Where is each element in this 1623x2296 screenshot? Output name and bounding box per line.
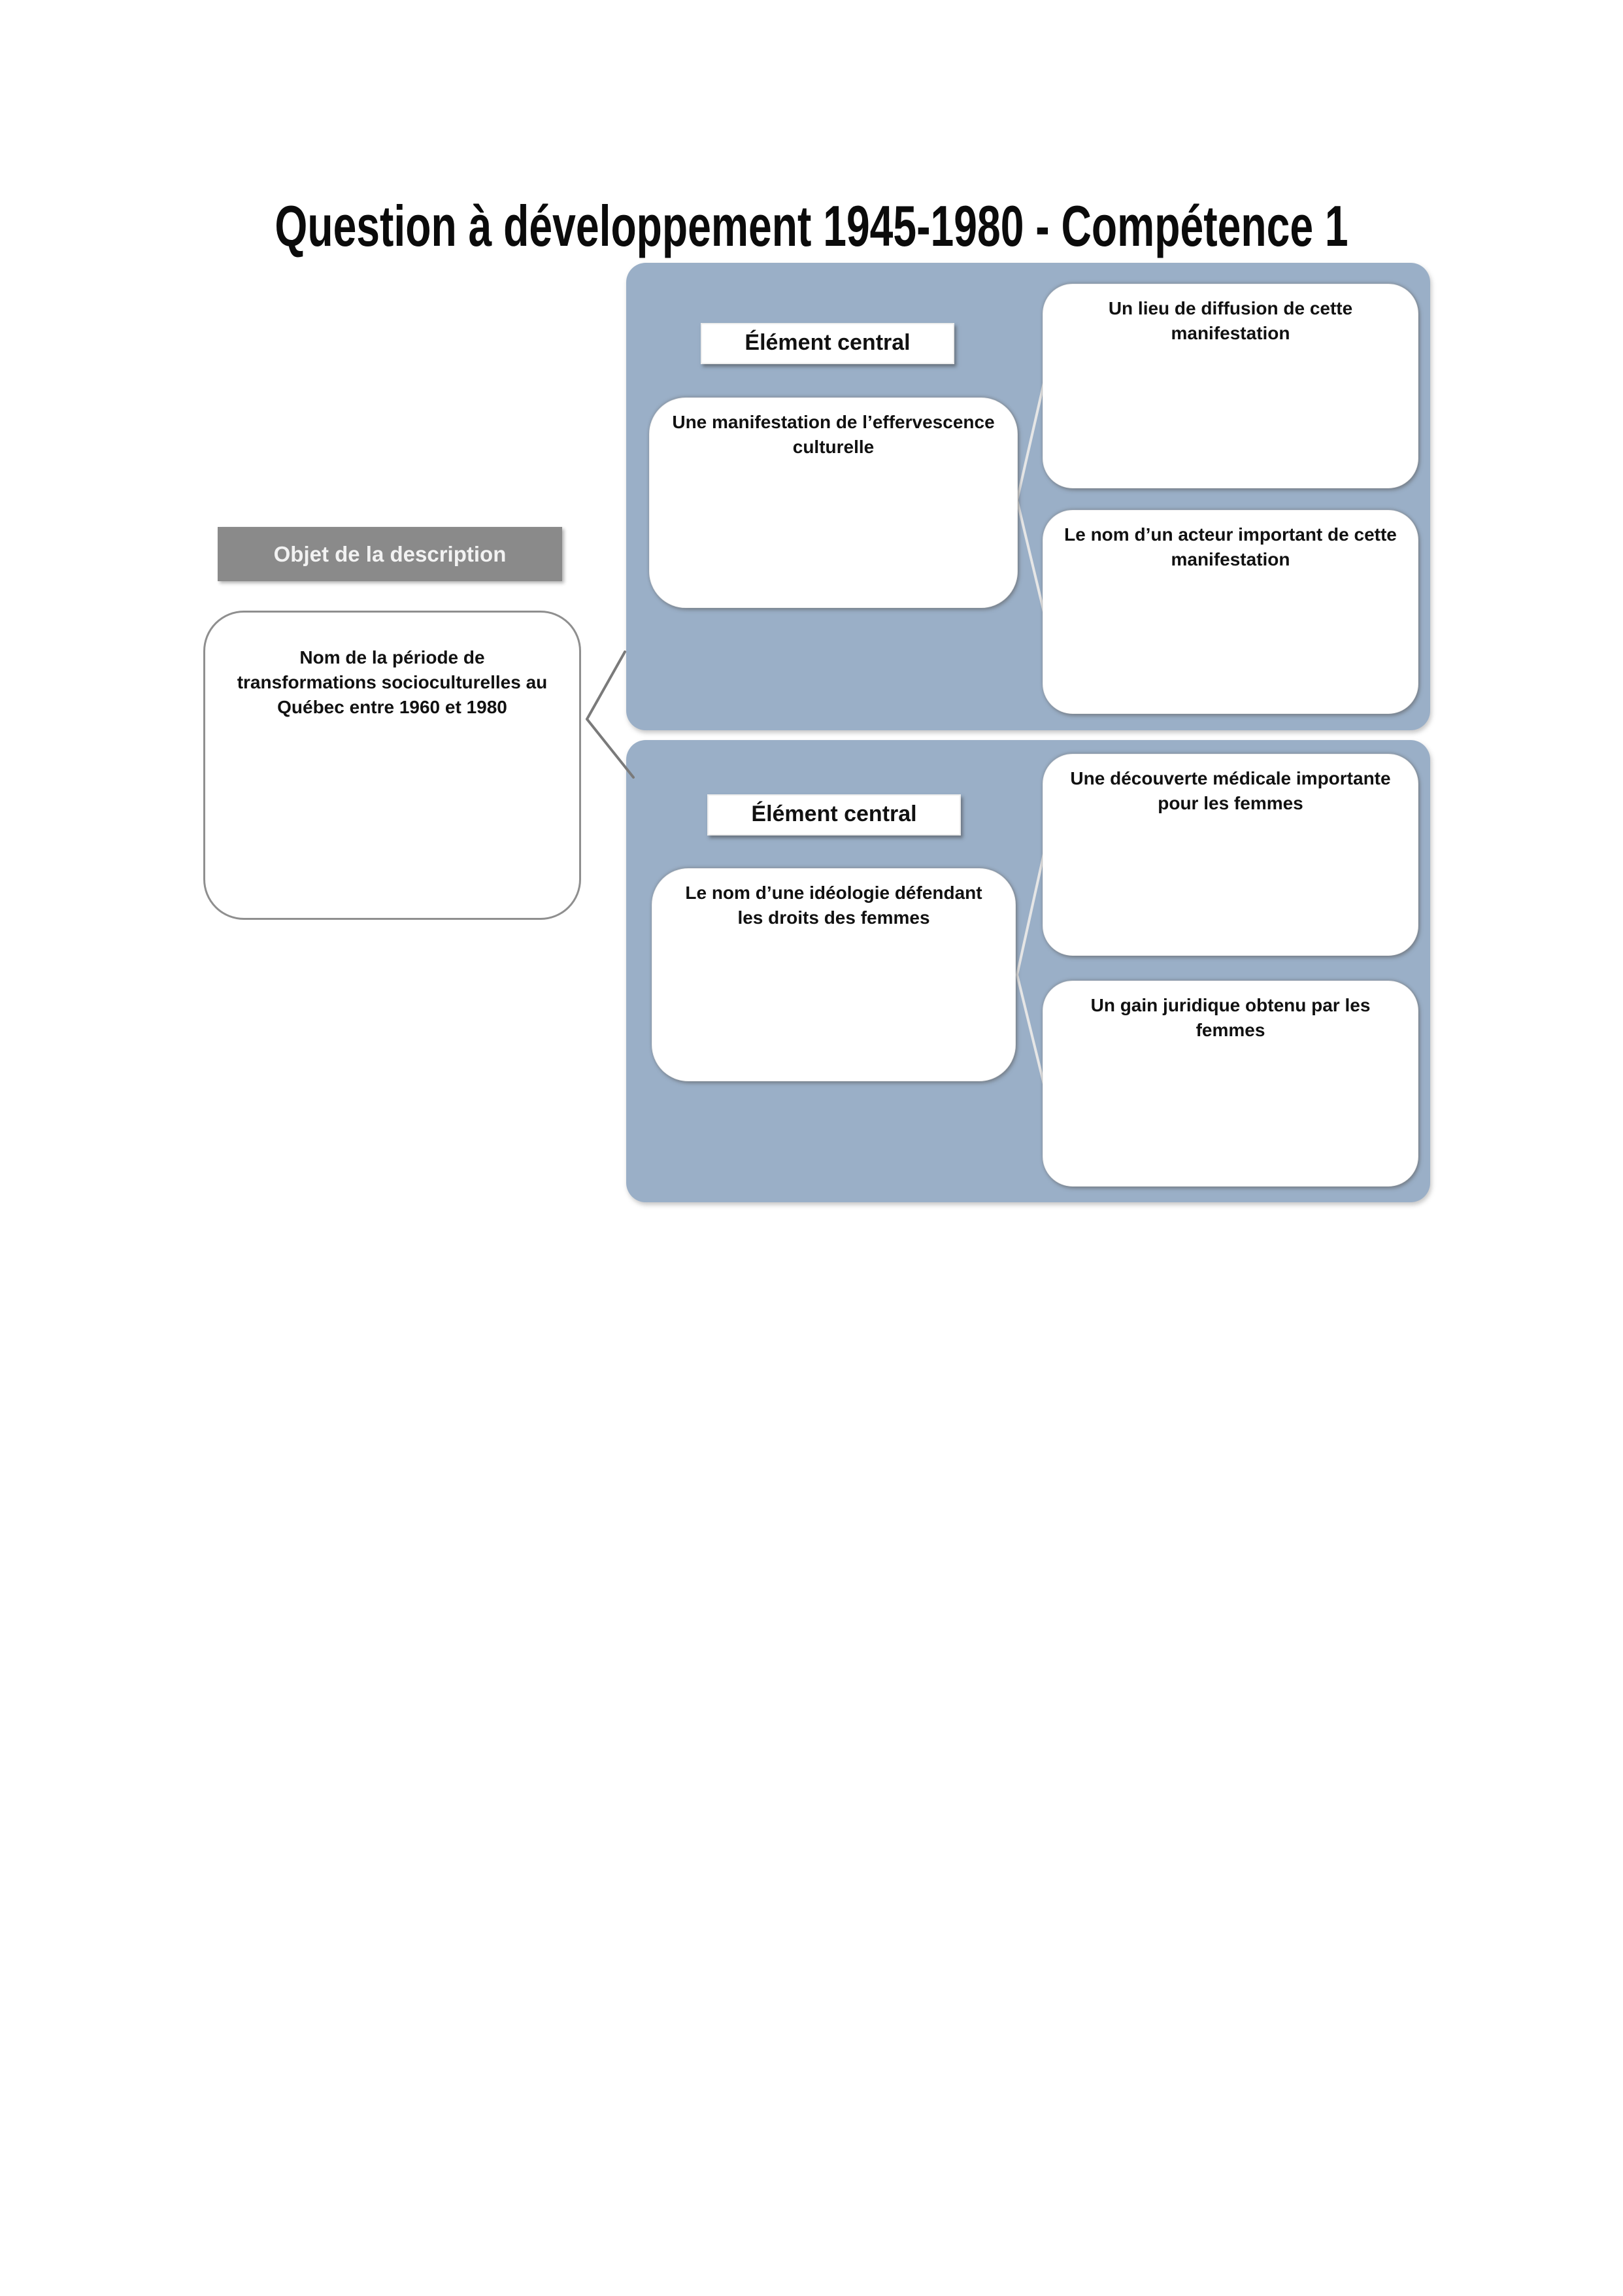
object-description-box: Nom de la période de transformations soc… bbox=[203, 611, 581, 920]
satellite-box-gain-juridique-text: Un gain juridique obtenu par les femmes bbox=[1090, 995, 1371, 1040]
satellite-box-lieu-diffusion: Un lieu de diffusion de cette manifestat… bbox=[1043, 284, 1418, 488]
satellite-box-gain-juridique: Un gain juridique obtenu par les femmes bbox=[1043, 981, 1418, 1187]
satellite-box-decouverte-medicale: Une découverte médicale importante pour … bbox=[1043, 754, 1418, 956]
satellite-box-acteur-important-text: Le nom d’un acteur important de cette ma… bbox=[1064, 524, 1397, 569]
object-description-label: Objet de la description bbox=[218, 527, 562, 581]
central-box-ideologie: Le nom d’une idéologie défendant les dro… bbox=[652, 868, 1016, 1081]
central-box-ideologie-text: Le nom d’une idéologie défendant les dro… bbox=[685, 883, 982, 928]
satellite-box-lieu-diffusion-text: Un lieu de diffusion de cette manifestat… bbox=[1108, 298, 1353, 343]
object-description-text: Nom de la période de transformations soc… bbox=[237, 647, 548, 717]
central-box-manifestation: Une manifestation de l’effervescence cul… bbox=[649, 397, 1018, 608]
satellite-box-decouverte-medicale-text: Une découverte médicale importante pour … bbox=[1070, 768, 1391, 813]
central-box-manifestation-text: Une manifestation de l’effervescence cul… bbox=[672, 412, 995, 457]
element-central-header-bottom: Élément central bbox=[707, 794, 961, 836]
satellite-box-acteur-important: Le nom d’un acteur important de cette ma… bbox=[1043, 510, 1418, 714]
page-title: Question à développement 1945-1980 - Com… bbox=[275, 194, 1348, 258]
element-central-header-top: Élément central bbox=[701, 323, 954, 364]
